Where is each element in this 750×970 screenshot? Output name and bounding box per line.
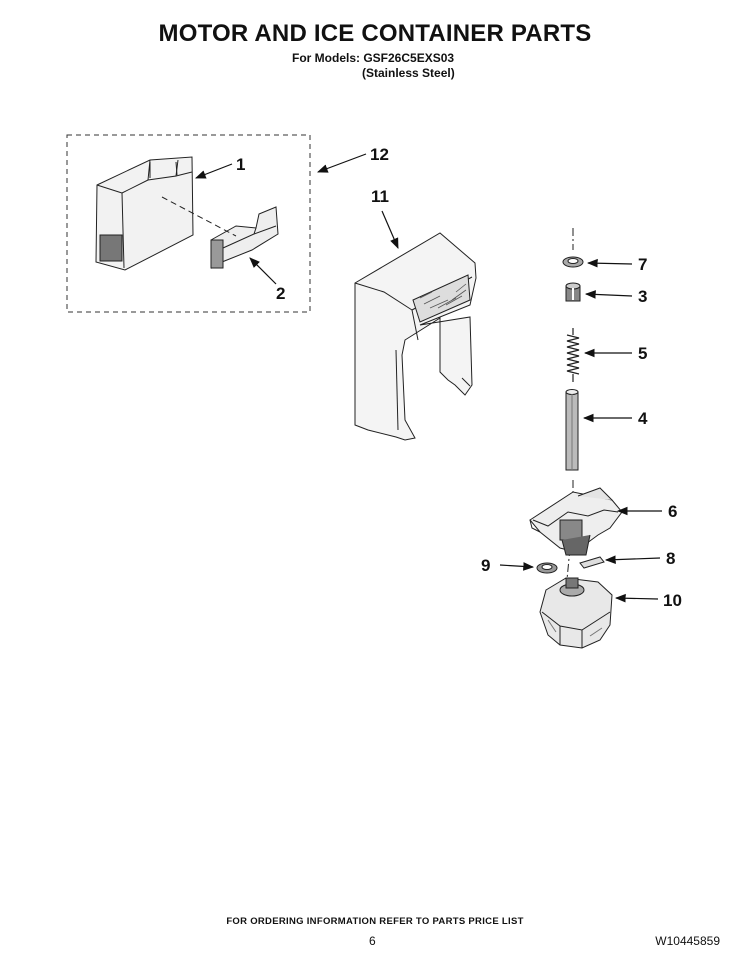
callout-6: 6 (668, 502, 677, 521)
part-dispenser-cover (354, 232, 477, 441)
callout-7: 7 (638, 255, 647, 274)
leader-lines (194, 153, 662, 603)
part-motor-mount (529, 487, 623, 556)
callout-11: 11 (371, 187, 389, 206)
part-spring (566, 328, 580, 382)
part-clip (579, 556, 605, 569)
part-foam-insert (161, 196, 279, 269)
callout-5: 5 (638, 344, 647, 363)
dispenser-grille (419, 283, 467, 309)
page-title: MOTOR AND ICE CONTAINER PARTS (158, 20, 592, 47)
callout-9: 9 (481, 556, 490, 575)
callout-3: 3 (638, 287, 647, 306)
kit-group-box (66, 134, 311, 313)
models-line: For Models: GSF26C5EXS03 (292, 51, 455, 65)
model-info: For Models: GSF26C5EXS03 (Stainless Stee… (292, 51, 455, 81)
ordering-note: FOR ORDERING INFORMATION REFER TO PARTS … (226, 916, 524, 927)
part-motor-washer (536, 562, 558, 574)
part-motor (539, 577, 613, 649)
part-auger-shaft (565, 389, 579, 471)
part-ice-container-side (95, 156, 194, 271)
document-number: W10445859 (655, 934, 720, 948)
page-number: 6 (369, 934, 376, 948)
part-washer (562, 256, 584, 268)
callout-12: 12 (370, 145, 389, 164)
callout-2: 2 (276, 284, 285, 303)
callout-1: 1 (236, 155, 245, 174)
callout-10: 10 (663, 591, 682, 610)
finish-line: (Stainless Steel) (362, 66, 455, 80)
callout-4: 4 (638, 409, 648, 428)
part-coupler (565, 282, 581, 302)
callout-8: 8 (666, 549, 675, 568)
